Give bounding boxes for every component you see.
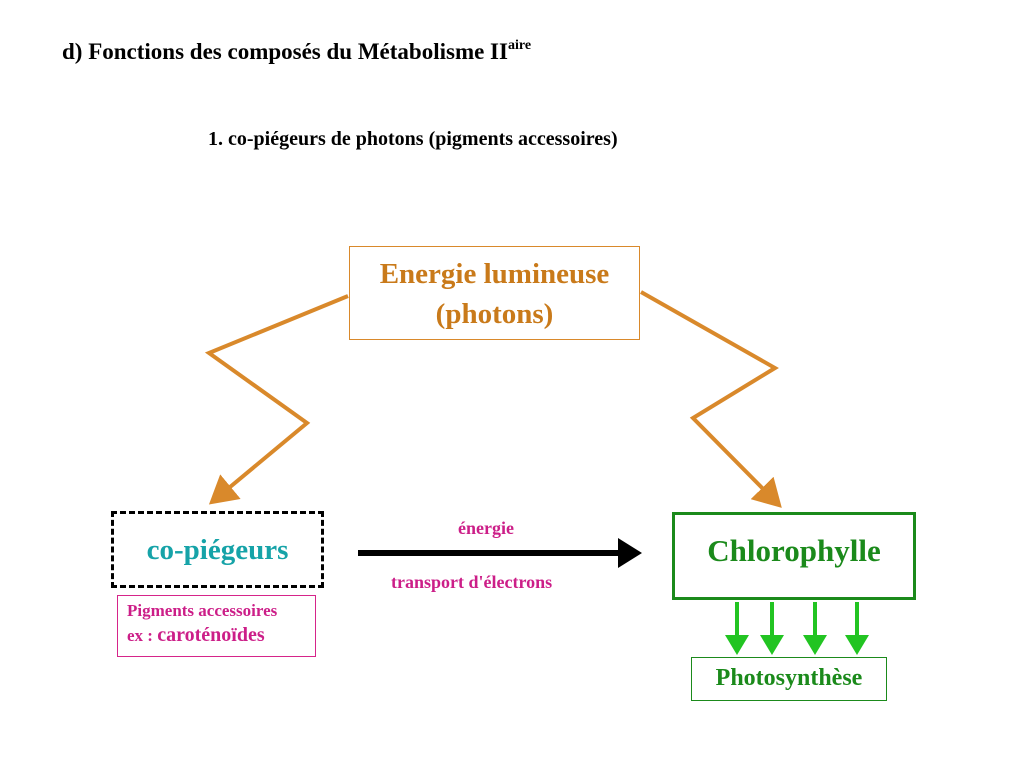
photon-zigzag-right (640, 290, 782, 508)
photon-zigzag-left (204, 294, 349, 505)
accessory-pigments-line2: ex : caroténoïdes (127, 623, 315, 648)
light-energy-box: Energie lumineuse (photons) (349, 246, 640, 340)
slide-title-text: d) Fonctions des composés du Métabolisme… (62, 39, 508, 64)
example-prefix: ex : (127, 626, 153, 645)
slide-title-superscript: aire (507, 38, 532, 53)
chlorophyll-label: Chlorophylle (707, 533, 881, 568)
photosynthesis-box: Photosynthèse (691, 657, 887, 701)
light-energy-line2: (photons) (435, 298, 554, 330)
photosynthesis-label: Photosynthèse (715, 665, 863, 691)
accessory-pigments-box: Pigments accessoires ex : caroténoïdes (117, 595, 316, 657)
chlorophyll-box: Chlorophylle (672, 512, 916, 600)
copiegeurs-label: co-piégeurs (146, 534, 289, 566)
energy-transfer-label: énergie (458, 518, 514, 538)
section-subtitle: 1. co-piégeurs de photons (pigments acce… (208, 128, 618, 150)
electron-transport-label: transport d'électrons (391, 572, 553, 592)
accessory-pigments-line1: Pigments accessoires (127, 601, 278, 620)
carotenoids-example: caroténoïdes (157, 624, 265, 646)
slide-title: d) Fonctions des composés du Métabolisme… (62, 38, 531, 65)
copiegeurs-box: co-piégeurs (111, 511, 324, 588)
light-energy-line1: Energie lumineuse (379, 258, 610, 290)
